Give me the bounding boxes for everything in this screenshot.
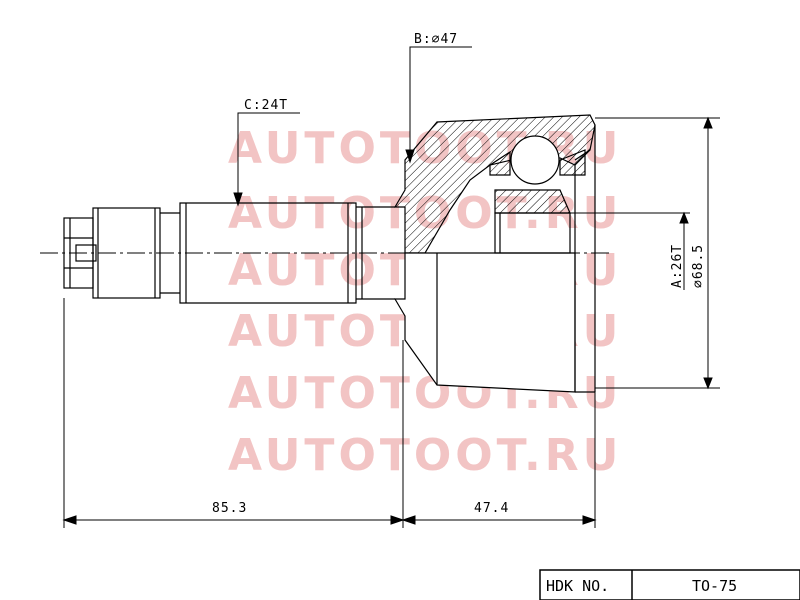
part-number: TO-75 <box>692 577 737 595</box>
dim-a-label: A:26T <box>670 244 685 288</box>
title-block: HDK NO. TO-75 <box>539 569 800 600</box>
dim-bottom <box>62 298 597 528</box>
dim-length-left: 85.3 <box>212 501 247 516</box>
dim-c-leader <box>233 112 300 207</box>
title-block-label: HDK NO. <box>546 577 609 595</box>
dim-diameter-label: ⌀68.5 <box>691 244 706 288</box>
dim-b-label: B:⌀47 <box>414 32 458 47</box>
watermark-line-6: AUTOTOOT.RU <box>228 430 622 481</box>
dim-b-leader <box>405 46 472 164</box>
dim-c-label: C:24T <box>244 98 288 113</box>
inner-race <box>489 135 586 254</box>
ball-icon <box>510 135 560 185</box>
shaft-end <box>63 207 180 299</box>
dim-right <box>570 116 720 390</box>
spline-shaft <box>179 202 395 304</box>
dim-length-right: 47.4 <box>474 501 509 516</box>
